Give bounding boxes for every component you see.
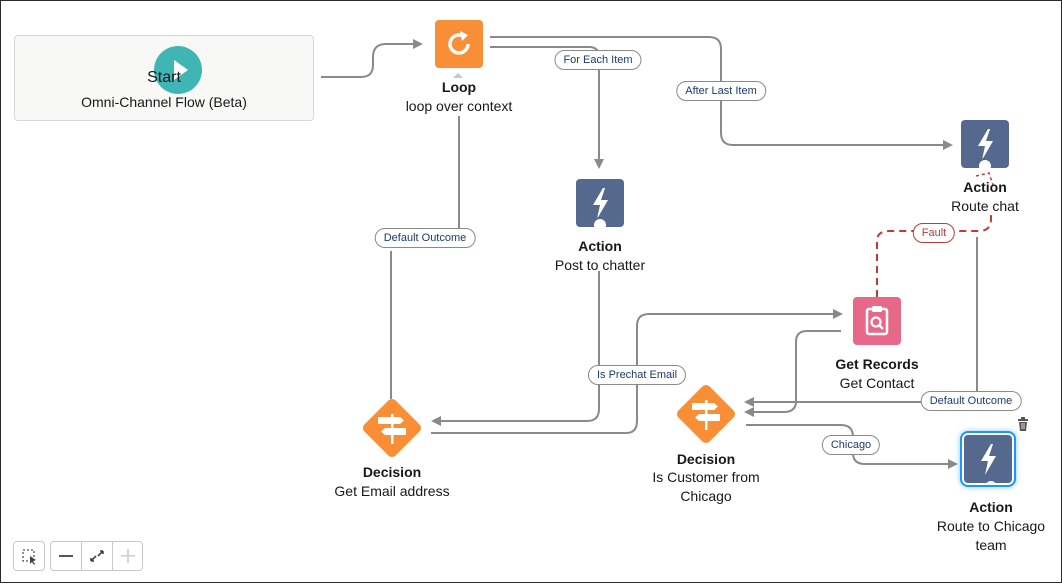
signpost-icon [378,414,406,444]
decision-email-title: Decision [362,464,422,480]
action-route-chat-title: Action [963,179,1007,195]
lightning-icon [981,444,999,495]
action-route-chicago-subtitle: Route to Chicago team [936,518,1046,553]
action-route-chicago-title: Action [969,499,1013,515]
lightning-icon [592,188,608,233]
zoom-in-button[interactable] [112,541,143,571]
get-records-node-icon[interactable] [853,297,901,345]
zoom-out-button[interactable] [50,541,82,571]
action-post-subtitle: Post to chatter [554,257,646,273]
get-records-subtitle: Get Contact [839,375,915,391]
loop-node-icon[interactable] [435,20,483,68]
chevron-up-icon [453,73,463,78]
action-route-chat-node-icon[interactable] [961,120,1009,174]
connector-start-loop [321,39,423,78]
action-post-node-icon[interactable] [576,179,624,233]
connector-post-decision [431,271,600,426]
action-route-chicago-node-icon[interactable] [964,435,1012,495]
start-subtitle: Omni-Channel Flow (Beta) [81,94,247,110]
loop-title: Loop [441,79,477,95]
connector-records-decision [744,330,841,417]
fit-view-button[interactable] [81,541,113,571]
connector-fault [876,211,992,297]
select-elements-icon [22,549,36,565]
loop-icon [448,31,470,55]
clipboard-search-icon [865,306,889,336]
play-icon [154,46,202,94]
decision-customer-node-icon[interactable] [672,380,740,448]
connector-label-for-each-item[interactable]: For Each Item [554,50,642,70]
get-records-title: Get Records [835,356,919,372]
connector-label-chicago[interactable]: Chicago [821,435,881,455]
start-node[interactable] [14,35,314,121]
lightning-icon [977,129,993,174]
decision-customer-title: Decision [676,451,736,467]
trash-icon[interactable] [1017,417,1029,431]
connector-label-after-last-item[interactable]: After Last Item [676,81,766,101]
select-elements-button[interactable] [13,541,45,571]
connector-label-default-outcome[interactable]: Default Outcome [374,228,476,248]
action-post-title: Action [578,238,622,254]
start-title: Start [147,69,181,86]
loop-subtitle: loop over context [405,98,513,114]
connector-label-is-prechat-email[interactable]: Is Prechat Email [587,365,687,385]
decision-customer-subtitle: Is Customer from Chicago [652,469,760,504]
action-route-chat-subtitle: Route chat [951,198,1019,214]
zoom-out-icon [59,555,73,557]
fit-view-icon [90,550,104,562]
decision-email-subtitle: Get Email address [334,483,450,499]
connector-label-fault[interactable]: Fault [912,223,956,243]
connector-label-default-outcome-2[interactable]: Default Outcome [920,391,1022,411]
decision-email-node-icon[interactable] [358,394,426,462]
signpost-icon [692,400,720,430]
zoom-in-icon [121,549,135,563]
